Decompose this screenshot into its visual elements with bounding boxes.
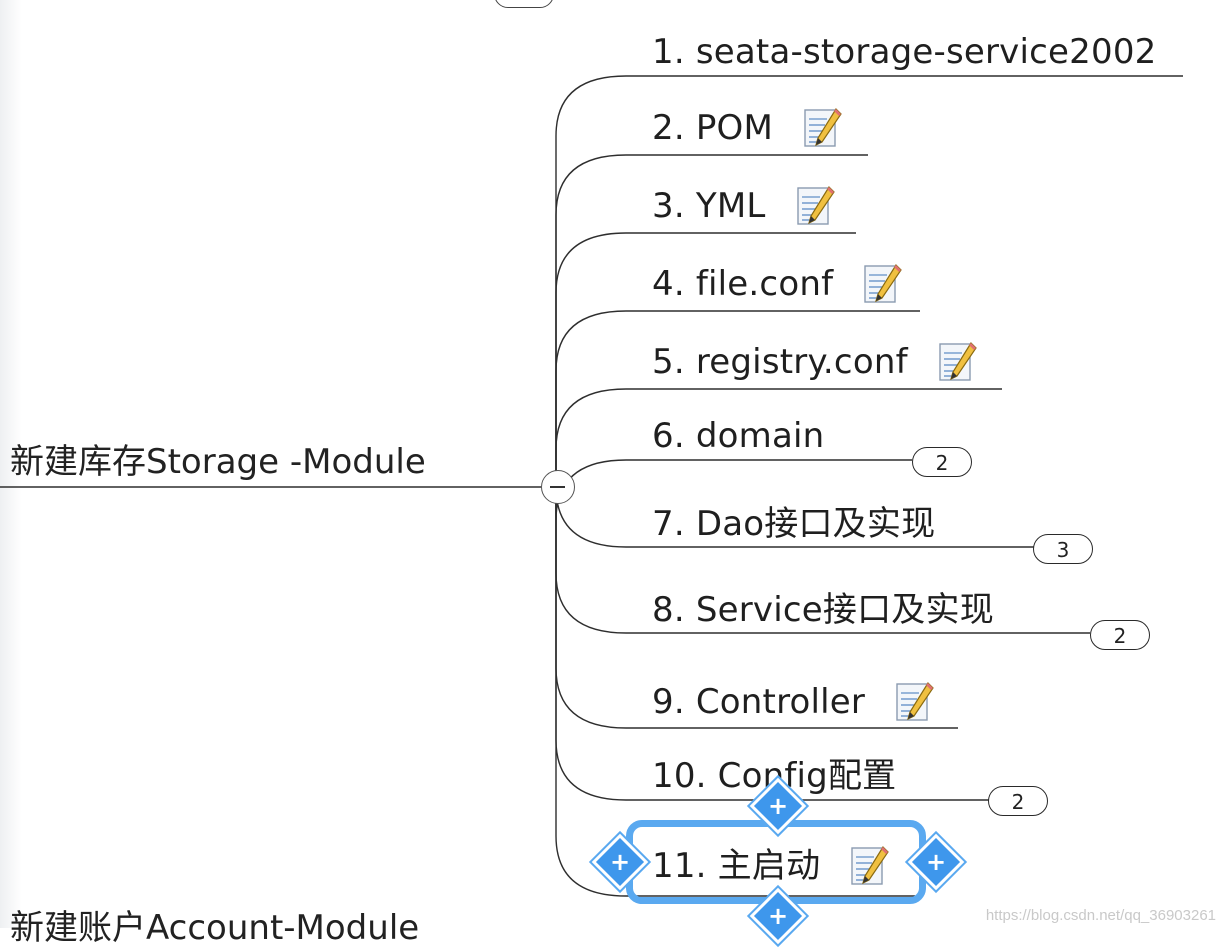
branch-connector	[555, 154, 868, 487]
subtopic-label: 4. file.conf	[652, 264, 834, 304]
branch-connector	[555, 232, 856, 487]
subtopic-label: 1. seata-storage-service2002	[652, 32, 1157, 72]
subtopic-label: 11. 主启动	[652, 846, 821, 886]
branch-connector	[555, 388, 1002, 487]
next-root-label: 新建账户Account-Module	[10, 908, 420, 948]
subtopic-label: 6. domain	[652, 416, 825, 456]
subtopic-3[interactable]: 3. YML	[652, 180, 836, 232]
note-pencil-icon[interactable]	[803, 106, 843, 150]
subtopic-6[interactable]: 6. domain	[652, 410, 824, 462]
note-pencil-icon[interactable]	[895, 680, 935, 724]
branch-connector	[555, 75, 1183, 487]
subtopic-5[interactable]: 5. registry.conf	[652, 336, 978, 388]
subtopic-label: 5. registry.conf	[652, 342, 908, 382]
plus-handle-icon: +	[767, 902, 789, 930]
subtopic-label: 2. POM	[652, 108, 774, 148]
partial-badge-top	[494, 0, 554, 8]
subtopic-label: 9. Controller	[652, 682, 866, 722]
collapsed-count-badge[interactable]: 3	[1033, 534, 1093, 564]
subtopic-1[interactable]: 1. seata-storage-service2002	[652, 26, 1157, 78]
canvas-edge-shade	[0, 0, 22, 928]
subtopic-9[interactable]: 9. Controller	[652, 676, 935, 728]
note-pencil-icon[interactable]	[863, 262, 903, 306]
plus-handle-icon: +	[767, 792, 789, 820]
note-pencil-icon[interactable]	[850, 844, 890, 888]
branch-connector	[555, 310, 920, 487]
mindmap-connectors	[0, 75, 1183, 897]
plus-handle-icon: +	[609, 848, 631, 876]
plus-handle-icon: +	[925, 848, 947, 876]
note-pencil-icon[interactable]	[796, 184, 836, 228]
next-root-topic[interactable]: 新建账户Account-Module	[10, 906, 419, 950]
subtopic-2[interactable]: 2. POM	[652, 102, 843, 154]
subtopic-8[interactable]: 8. Service接口及实现	[652, 584, 994, 636]
subtopic-label: 7. Dao接口及实现	[652, 504, 936, 544]
subtopic-label: 3. YML	[652, 186, 766, 226]
collapsed-count-badge[interactable]: 2	[912, 447, 972, 477]
collapsed-count-badge[interactable]: 2	[988, 786, 1048, 816]
subtopic-7[interactable]: 7. Dao接口及实现	[652, 498, 935, 550]
subtopic-4[interactable]: 4. file.conf	[652, 258, 903, 310]
note-pencil-icon[interactable]	[938, 340, 978, 384]
root-topic-storage-module[interactable]: 新建库存Storage -Module	[10, 442, 426, 482]
collapsed-count-badge[interactable]: 2	[1090, 620, 1150, 650]
collapse-minus-icon[interactable]	[541, 470, 575, 504]
branch-connector	[555, 487, 915, 897]
watermark: https://blog.csdn.net/qq_36903261	[985, 907, 1216, 924]
subtopic-11[interactable]: 11. 主启动	[652, 840, 890, 892]
subtopic-label: 8. Service接口及实现	[652, 590, 994, 630]
